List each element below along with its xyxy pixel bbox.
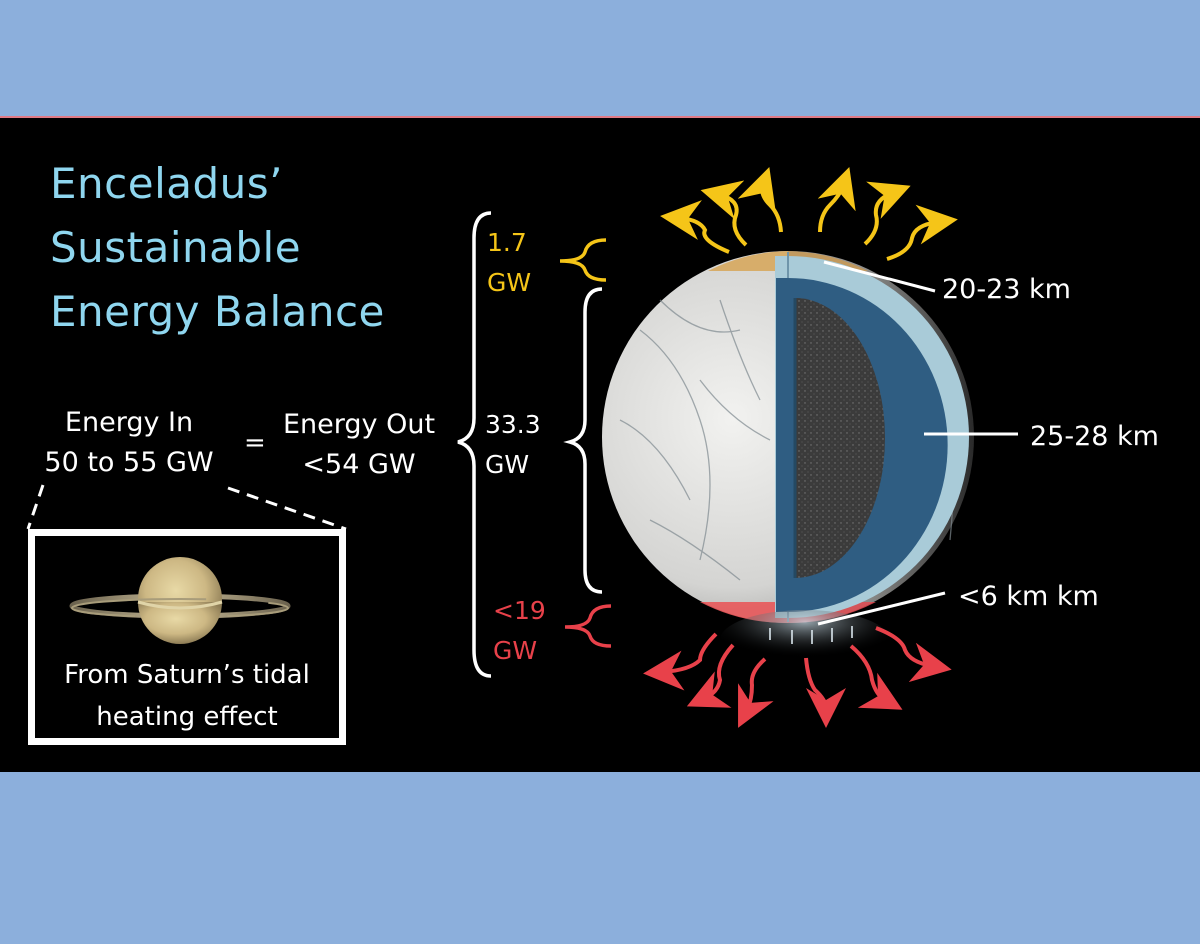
saturn-icon — [69, 557, 291, 644]
conductive-unit: GW — [485, 450, 530, 479]
north-polar-brace — [559, 238, 607, 282]
energy-in-block: Energy In 50 to 55 GW — [34, 403, 224, 483]
tidal-source-box: From Saturn’s tidal heating effect — [28, 529, 346, 745]
north-polar-flux: 1.7 GW — [487, 223, 531, 303]
thickness-south-label: <6 km km — [958, 581, 1099, 612]
energy-out-label: Energy Out — [282, 409, 436, 440]
energy-in-label: Energy In — [64, 407, 194, 438]
tidal-caption: From Saturn’s tidal heating effect — [35, 654, 339, 738]
energy-out-block: Energy Out <54 GW — [268, 405, 450, 485]
north-heat-arrows — [660, 167, 958, 261]
title-line-3: Energy Balance — [50, 287, 385, 336]
energy-out-value: <54 GW — [302, 449, 416, 480]
south-polar-brace — [564, 604, 612, 648]
thickness-leaders — [817, 260, 1018, 626]
south-polar-flux: <19 GW — [493, 591, 546, 671]
caption-line-1: From Saturn’s tidal — [64, 660, 310, 690]
title-line-1: Enceladus’ — [50, 159, 284, 208]
equals-sign: = — [244, 428, 266, 458]
title-line-2: Sustainable — [50, 223, 302, 272]
conductive-brace — [563, 287, 603, 594]
caption-line-2: heating effect — [96, 702, 278, 732]
conductive-value: 33.3 — [485, 410, 541, 439]
outer-brace — [457, 211, 492, 678]
thickness-north-label: 20-23 km — [942, 274, 1071, 305]
south-polar-unit: GW — [493, 636, 538, 665]
south-polar-value: <19 — [493, 596, 546, 625]
north-polar-unit: GW — [487, 268, 532, 297]
dashed-connectors — [26, 484, 347, 531]
enceladus-cutaway — [602, 251, 974, 670]
south-heat-arrows — [643, 626, 952, 728]
energy-in-value: 50 to 55 GW — [44, 447, 214, 478]
conductive-flux: 33.3 GW — [485, 405, 541, 485]
north-polar-value: 1.7 — [487, 228, 527, 257]
diagram-title: Enceladus’ Sustainable Energy Balance — [50, 152, 385, 344]
thickness-equator-label: 25-28 km — [1030, 421, 1159, 452]
